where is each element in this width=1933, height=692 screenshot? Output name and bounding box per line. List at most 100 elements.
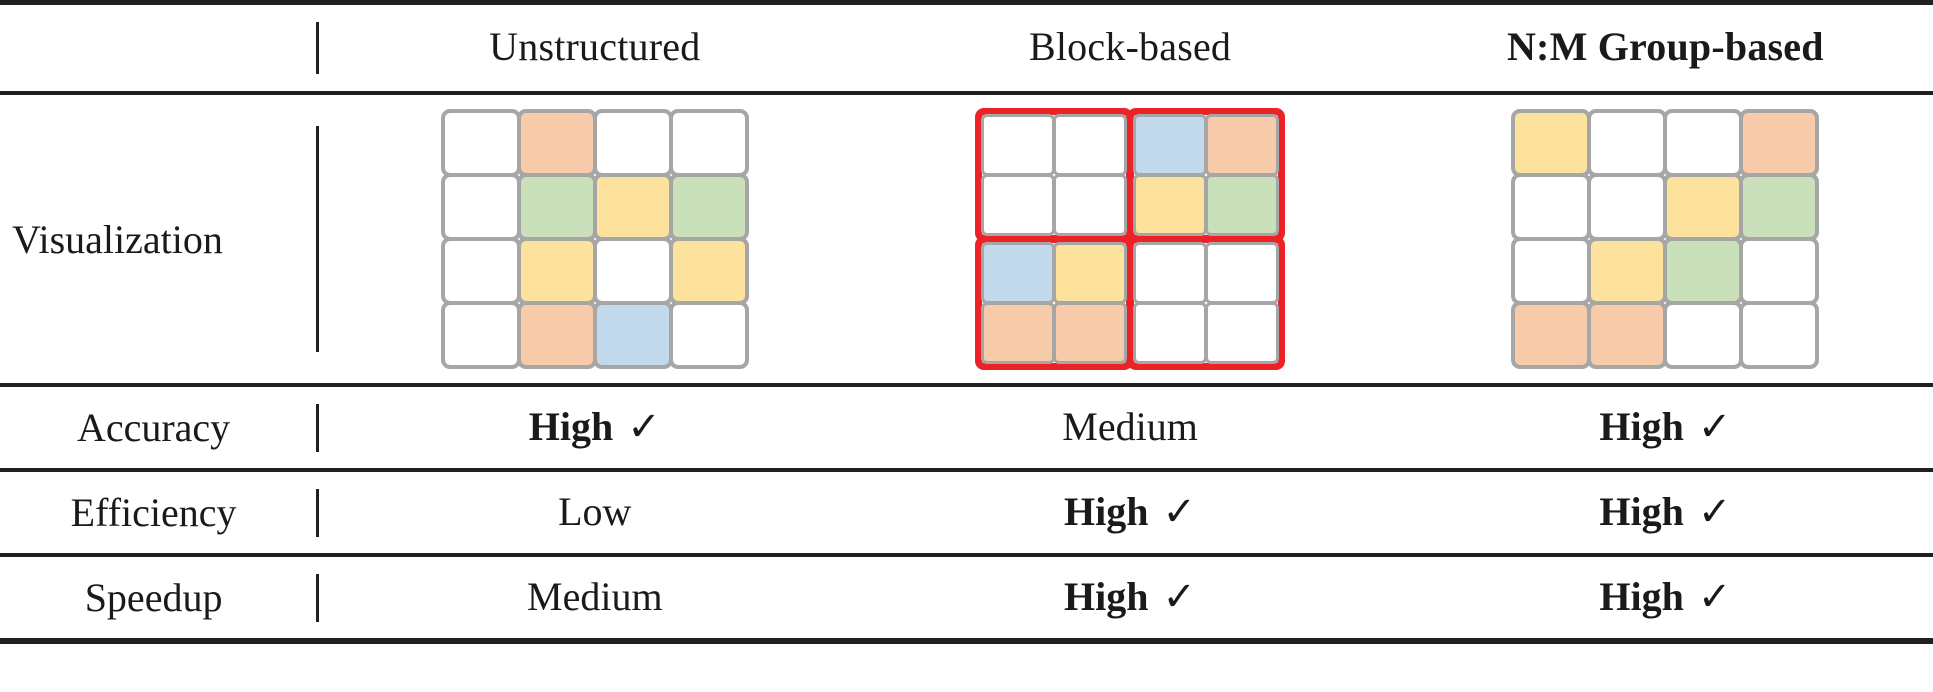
matrix-cell-yellow [592,173,673,241]
matrix-cell-orange [1739,109,1820,177]
column-header-block-based: Block-based [862,0,1398,93]
visualization-block-based-cell [862,91,1398,385]
comparison-table: Unstructured Block-based N:M Group-based… [0,0,1933,644]
metric-value: High [1599,404,1684,449]
matrix-cell-white [440,301,521,369]
efficiency-block-based-cell: High✓ [862,468,1398,555]
accuracy-block-based-cell: Medium [862,383,1398,470]
check-icon: ✓ [1697,574,1732,619]
matrix-cell-white [981,174,1056,236]
matrix-block-group [975,236,1134,370]
check-icon: ✓ [1697,489,1732,534]
matrix-cell-blue [981,242,1056,304]
matrix-cell-white [1587,173,1668,241]
matrix-cell-white [1205,302,1280,364]
matrix-cell-yellow [1053,242,1128,304]
metric-value: High [1599,489,1684,534]
matrix-block-group [975,108,1134,242]
matrix-cell-white [1739,237,1820,305]
matrix-outer-block-based [975,108,1286,370]
matrix-outer-unstructured [440,109,749,369]
matrix-cell-green [1739,173,1820,241]
matrix-cell-white [440,237,521,305]
visualization-unstructured-cell [327,91,863,385]
speedup-unstructured-cell: Medium [327,553,863,644]
matrix-cell-white [1205,242,1280,304]
matrix-cell-white [1053,174,1128,236]
efficiency-nm-group-based-cell: High ✓ [1397,468,1933,555]
check-icon: ✓ [627,404,661,449]
column-separator-line [315,403,319,452]
sparsity-matrix-block-based [975,108,1286,370]
row-label-visualization: Visualization [0,91,308,385]
matrix-cell-white [1587,109,1668,177]
visualization-separator-cell [307,91,328,385]
matrix-cell-green [1205,174,1280,236]
column-separator-line [315,126,319,352]
efficiency-unstructured-cell: Low [327,468,863,555]
matrix-cell-white [1133,302,1208,364]
sparsity-matrix-unstructured [440,109,749,369]
column-separator-line [315,573,319,622]
matrix-cell-white [1739,301,1820,369]
accuracy-separator-cell [307,383,328,470]
matrix-cell-white [592,109,673,177]
matrix-block-group [1127,236,1286,370]
sparsity-matrix-nm-group-based [1511,109,1820,369]
matrix-cell-green [668,173,749,241]
metric-value: High [528,404,614,449]
matrix-cell-orange [1205,114,1280,176]
speedup-separator-cell [307,553,328,644]
metric-value: Low [558,489,632,534]
matrix-cell-white [1511,237,1592,305]
matrix-cell-yellow [668,237,749,305]
matrix-cell-blue [1133,114,1208,176]
matrix-cell-yellow [1663,173,1744,241]
metric-value: Medium [1062,404,1198,449]
matrix-cell-white [440,109,521,177]
metric-value: High [1599,574,1684,619]
column-header-nm-group-based: N:M Group-based [1397,0,1933,93]
table-row-accuracy: Accuracy High ✓ Medium High ✓ [0,383,1933,470]
table-row-efficiency: Efficiency Low High✓ High✓ [0,468,1933,555]
matrix-cell-yellow [1133,174,1208,236]
metric-value: High [1064,574,1149,619]
matrix-cell-green [516,173,597,241]
matrix-cell-orange [1511,301,1592,369]
matrix-cell-yellow [1587,237,1668,305]
matrix-cell-blue [592,301,673,369]
matrix-cell-yellow [1511,109,1592,177]
matrix-cell-white [592,237,673,305]
matrix-cell-white [1133,242,1208,304]
matrix-cell-orange [1053,302,1128,364]
metric-value: High [1064,489,1149,534]
matrix-cell-white [1663,301,1744,369]
accuracy-nm-group-based-cell: High ✓ [1397,383,1933,470]
speedup-nm-group-based-cell: High ✓ [1397,553,1933,644]
matrix-cell-orange [981,302,1056,364]
matrix-cell-white [668,301,749,369]
column-header-unstructured: Unstructured [327,0,863,93]
accuracy-unstructured-cell: High ✓ [327,383,863,470]
matrix-cell-orange [1587,301,1668,369]
visualization-nm-group-based-cell [1397,91,1933,385]
matrix-cell-white [1511,173,1592,241]
table-header-row: Unstructured Block-based N:M Group-based [0,0,1933,93]
row-label-speedup: Speedup [0,553,308,644]
matrix-cell-white [1053,114,1128,176]
column-separator-line [315,22,319,74]
speedup-block-based-cell: High✓ [862,553,1398,644]
matrix-cell-white [440,173,521,241]
matrix-cell-white [1663,109,1744,177]
matrix-cell-white [668,109,749,177]
check-icon: ✓ [1697,404,1732,449]
matrix-cell-orange [516,109,597,177]
table-row-speedup: Speedup Medium High✓ High✓ [0,553,1933,644]
table-row-visualization: Visualization [0,91,1933,385]
header-separator-cell [307,0,328,93]
row-label-accuracy: Accuracy [0,383,308,470]
matrix-outer-nm-group-based [1511,109,1820,369]
matrix-cell-green [1663,237,1744,305]
matrix-cell-yellow [516,237,597,305]
